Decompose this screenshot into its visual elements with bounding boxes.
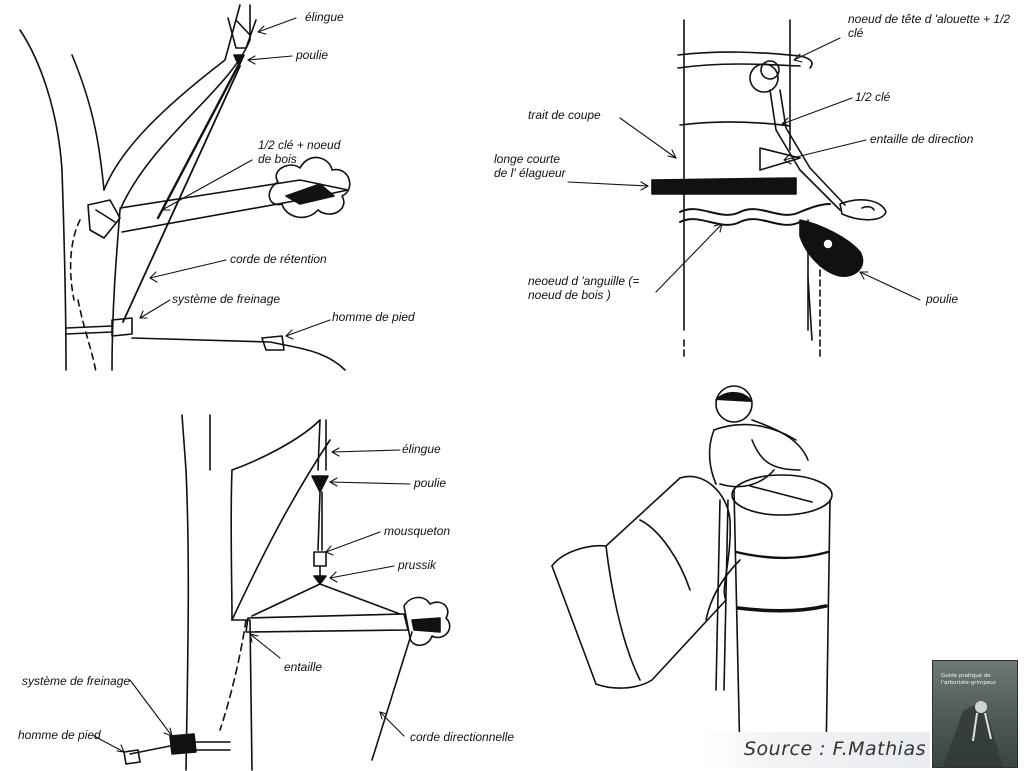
panel-br-drawing [551,385,833,761]
book-cover-thumbnail: Guide pratique de l'arboriste-grimpeur [932,660,1018,768]
label-bl-poulie: poulie [414,476,447,490]
label-tr-noeud-anguille: neoeud d 'anguille (= noeud de bois ) [528,274,640,302]
book-cover-art [943,701,1003,767]
source-text: Source : F.Mathias [743,738,926,760]
leader-lines [93,17,921,753]
label-bl-mousqueton: mousqueton [384,524,451,538]
label-tl-poulie: poulie [296,48,329,62]
label-bl-systeme-freinage: système de freinage [22,674,131,688]
panel-tr-drawing [651,19,887,361]
panel-tl-drawing [19,4,351,373]
label-bl-corde-directionnelle: corde directionnelle [410,730,515,744]
label-bl-homme-pied: homme de pied [18,728,101,742]
source-box: Source : F.Mathias [700,732,930,768]
book-title: Guide pratique de l'arboriste-grimpeur [941,673,996,686]
label-tr-entaille-direction: entaille de direction [870,132,974,146]
label-tl-homme-pied: homme de pied [332,310,415,324]
label-tl-cle-noeud: 1/2 clé + noeud de bois [258,138,341,166]
label-tl-systeme-freinage: système de freinage [172,292,281,306]
label-tr-poulie: poulie [926,292,959,306]
label-tr-noeud-tete: noeud de tête d 'alouette + 1/2 clé [848,12,1011,40]
panel-bl-drawing [123,414,451,771]
label-tr-longe-courte: longe courte de l' élagueur [494,152,566,180]
label-bl-elingue: élingue [402,442,441,456]
label-tl-corde-retention: corde de rétention [230,252,327,266]
label-tr-trait-coupe: trait de coupe [528,108,601,122]
label-tl-elingue: élingue [305,10,344,24]
label-bl-entaille: entaille [284,660,323,674]
label-tr-demi-cle: 1/2 clé [855,90,891,104]
label-bl-prussik: prussik [398,558,437,572]
